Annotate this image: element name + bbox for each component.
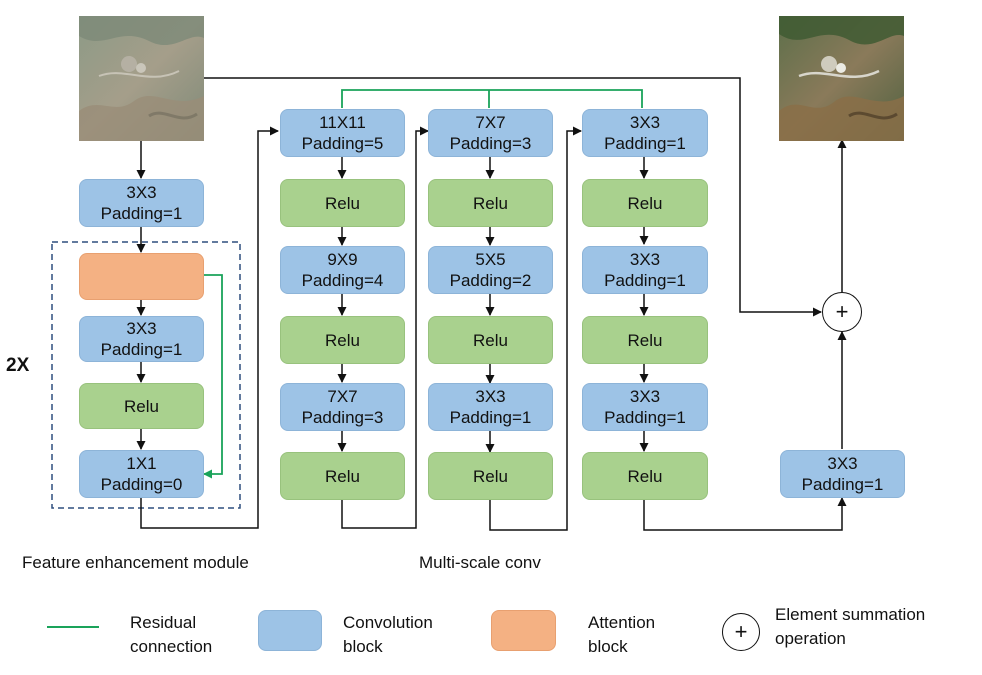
legend-line2: block [588,637,628,656]
block-label: Relu [124,396,159,416]
block-kernel-label: 11X11 [319,113,366,132]
block-padding-label: Padding=0 [100,475,183,494]
fem-repeat-box [51,241,241,509]
relu-block: Relu [582,452,708,500]
block-padding-label: Padding=1 [449,408,532,427]
legend-conv-swatch [258,610,322,651]
block-label: Relu [473,330,508,350]
block-label: Relu [627,193,663,213]
block-padding-label: Padding=3 [301,408,384,427]
legend-conv-text: Convolution block [343,611,433,659]
block-kernel-label: 3X3 [126,319,157,338]
arrow-col1-to-col2 [341,126,429,529]
relu-block: Relu [280,179,405,227]
block-kernel-label: 7X7 [327,387,358,406]
input-image-texture [79,16,204,141]
block-padding-label: Padding=3 [449,134,532,153]
legend-line1: Attention [588,613,656,632]
fem-relu-block: Relu [79,383,204,429]
block-padding-label: Padding=1 [604,271,686,290]
global-skip-connection [204,77,822,317]
relu-block: Relu [428,316,553,364]
input-image [79,16,204,141]
relu-block: Relu [280,452,405,500]
element-summation-node: + [822,292,862,332]
legend-summation-text: Element summation operation [775,603,925,651]
fem-conv-block: 3X3 Padding=1 [79,316,204,362]
block-kernel-label: 7X7 [475,113,506,132]
legend-line1: Convolution [343,613,433,632]
block-kernel-label: 3X3 [126,183,157,202]
output-image [779,16,904,141]
relu-block: Relu [280,316,405,364]
legend-line2: block [343,637,383,656]
block-kernel-label: 5X5 [475,250,506,269]
block-label: Relu [473,466,508,486]
legend-summation-icon: + [722,613,760,651]
block-kernel-label: 3X3 [475,387,506,406]
relu-block: Relu [582,316,708,364]
block-padding-label: Padding=1 [604,134,686,153]
legend-residual-text: Residual connection [130,611,212,659]
legend-line2: connection [130,637,213,656]
arrow-fem-to-msc [140,126,279,529]
msc-residual-connection [341,89,643,108]
fem-caption: Feature enhancement module [22,553,249,572]
arrow-col2-to-col3 [489,126,582,531]
legend-attention-text: Attention block [588,611,655,659]
legend-line1: Element summation [775,605,926,624]
block-kernel-label: 3X3 [827,454,858,473]
block-label: Relu [325,466,360,486]
block-label: Relu [627,330,663,350]
legend-attention-swatch [491,610,556,651]
block-padding-label: Padding=1 [604,408,686,427]
block-padding-label: Padding=1 [801,475,884,494]
block-label: Relu [627,466,663,486]
block-label: Relu [473,193,508,213]
block-label: Relu [325,193,360,213]
block-label: Relu [325,330,360,350]
block-kernel-label: 3X3 [629,250,661,269]
fem-input-conv-block: 3X3 Padding=1 [79,179,204,227]
block-padding-label: Padding=1 [100,204,183,223]
fem-residual-connection [203,274,223,479]
block-padding-label: Padding=2 [449,271,532,290]
output-image-texture [779,16,904,141]
fem-attention-block [79,253,204,300]
output-conv-block: 3X3 Padding=1 [780,450,905,498]
block-kernel-label: 3X3 [629,113,661,132]
repeat-label: 2X [6,355,30,376]
block-padding-label: Padding=4 [301,271,384,290]
block-kernel-label: 1X1 [126,454,157,473]
relu-block: Relu [428,452,553,500]
block-kernel-label: 3X3 [629,387,661,406]
fem-1x1-conv-block: 1X1 Padding=0 [79,450,204,498]
legend-line1: Residual [130,613,197,632]
msc-caption: Multi-scale conv [419,553,541,572]
block-padding-label: Padding=5 [301,134,384,153]
relu-block: Relu [582,179,708,227]
legend-line2: operation [775,629,846,648]
relu-block: Relu [428,179,553,227]
block-padding-label: Padding=1 [100,340,183,359]
arrow-col3-to-output-conv [643,497,847,531]
block-kernel-label: 9X9 [327,250,358,269]
